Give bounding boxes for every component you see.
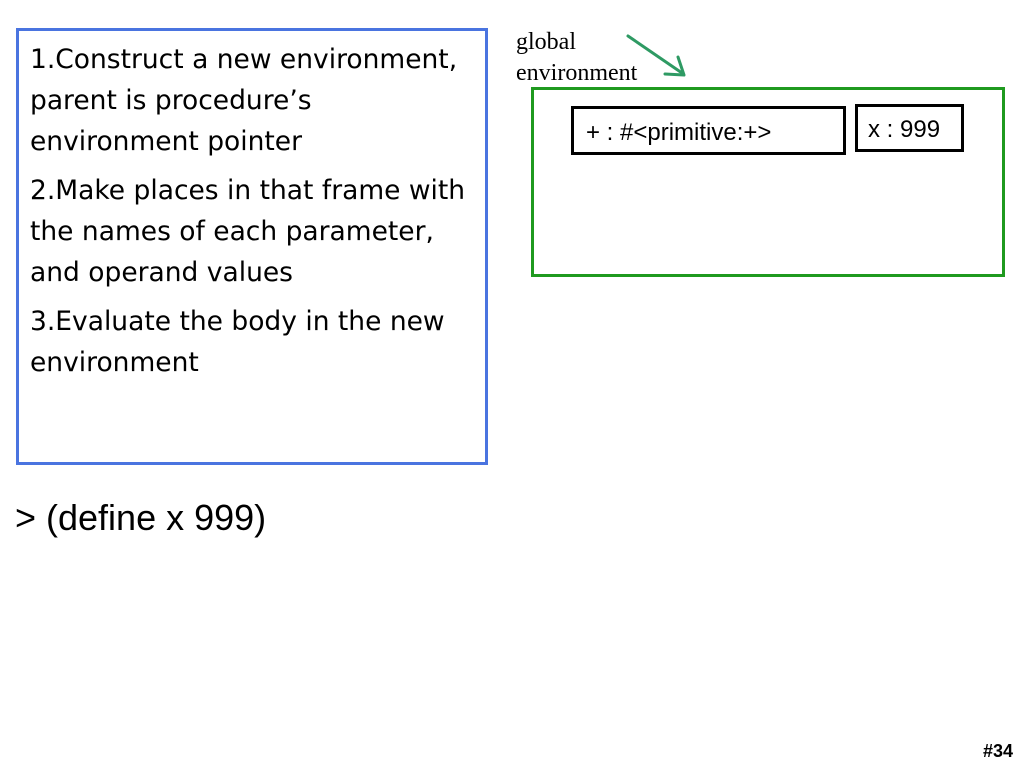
arrow-to-frame-icon <box>626 34 686 77</box>
arrow-shaft <box>626 34 684 75</box>
global-environment-label-line1: global <box>516 29 576 55</box>
global-environment-frame <box>531 87 1005 277</box>
step-evaluate-body: 3.Evaluate the body in the new environme… <box>30 306 445 378</box>
slide-number: #34 <box>982 741 1013 761</box>
global-environment-label: global environment <box>516 27 637 89</box>
step-make-places: 2.Make places in that frame with the nam… <box>30 175 466 288</box>
binding-x-999: x : 999 <box>855 104 964 152</box>
binding-plus-primitive: + : #<primitive:+> <box>571 106 846 155</box>
procedure-steps-box: 1.Construct a new environment, parent is… <box>16 28 488 465</box>
arrow-head <box>663 55 686 77</box>
step-construct-environment: 1.Construct a new environment, parent is… <box>30 44 458 157</box>
define-command: > (define x 999) <box>15 497 267 538</box>
global-environment-label-line2: environment <box>516 60 638 86</box>
